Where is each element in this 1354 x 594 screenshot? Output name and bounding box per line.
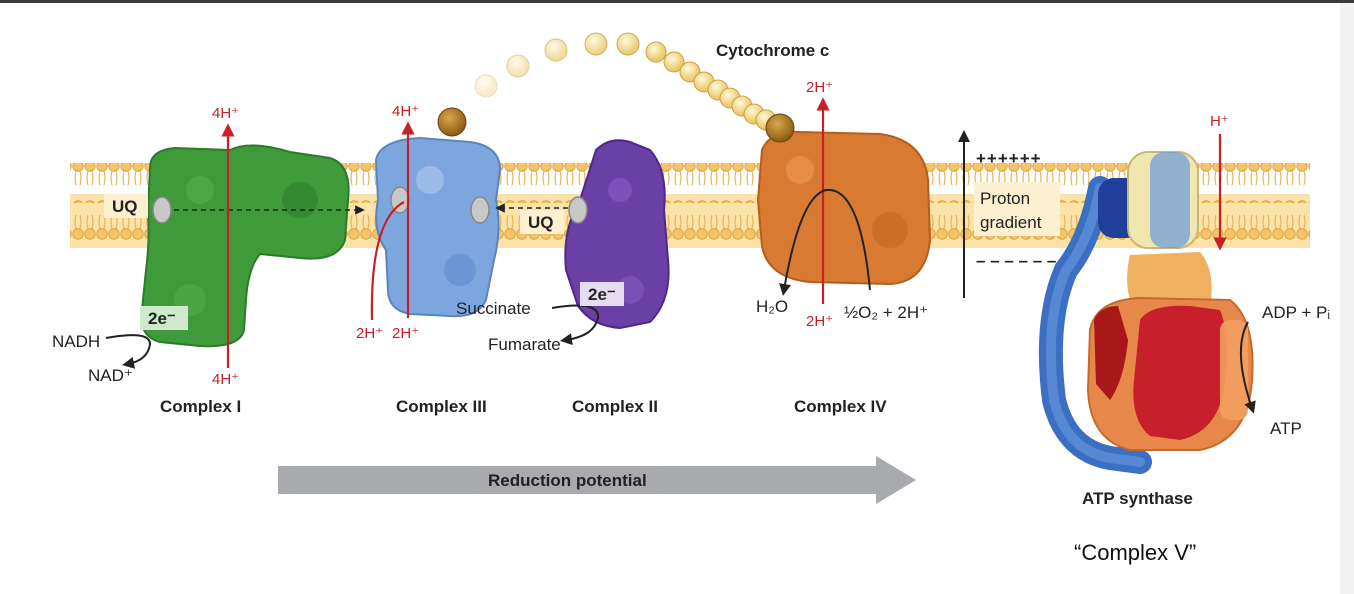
oxygen-reaction-label: ½O₂ + 2H⁺ (844, 303, 928, 322)
atp-synthase-label: ATP synthase (1082, 489, 1193, 508)
proton-gradient-line-1: Proton (980, 189, 1030, 208)
cytochrome-bead (474, 74, 498, 98)
minus-signs: – – – – – – (976, 251, 1056, 270)
proton-label-i-top: 4H⁺ (212, 105, 239, 122)
complex-iv-protein (756, 130, 932, 286)
adp-pi-label: ADP + Pᵢ (1262, 303, 1330, 322)
cytochrome-c-chain (437, 32, 795, 143)
reduction-potential-arrow (278, 456, 916, 504)
cytochrome-bead (544, 38, 568, 62)
nadh-label: NADH (52, 332, 100, 351)
proton-label-iv-bottom: 2H⁺ (806, 313, 833, 330)
proton-label-iii-top: 4H⁺ (392, 103, 419, 120)
proton-curve-complex-iii (370, 201, 405, 321)
top-border (0, 0, 1354, 3)
proton-label-iii-b: 2H⁺ (392, 325, 419, 342)
proton-gradient-line-2: gradient (980, 213, 1042, 232)
nad-plus-label: NAD⁺ (88, 366, 133, 385)
h2o-label: H₂O (756, 297, 788, 316)
complex-v-label: “Complex V” (1074, 540, 1196, 565)
complex-iv-label: Complex IV (794, 397, 887, 416)
cytochrome-bead (616, 32, 640, 56)
succinate-arc (551, 304, 600, 346)
succinate-label: Succinate (456, 299, 531, 318)
uq-label-1: UQ (112, 197, 138, 216)
uq-ellipse-3 (470, 196, 490, 224)
atp-synthase-protein (1038, 151, 1254, 474)
fumarate-label: Fumarate (488, 335, 561, 354)
uq-ellipse-4 (568, 196, 588, 224)
proton-label-i-bottom: 4H⁺ (212, 371, 239, 388)
proton-label-iii-a: 2H⁺ (356, 325, 383, 342)
uq-box-1 (104, 194, 148, 218)
cytochrome-bead (663, 51, 685, 73)
atp-label: ATP (1270, 419, 1302, 438)
atp-arc (1239, 321, 1256, 414)
cytochrome-c-label: Cytochrome c (716, 41, 829, 60)
proton-gradient-box (974, 182, 1060, 236)
cytochrome-end-bead (765, 113, 795, 143)
oxygen-arc (779, 188, 871, 296)
complex-i-label: Complex I (160, 397, 241, 416)
two-e-label-1: 2e⁻ (148, 309, 176, 328)
two-e-label-2: 2e⁻ (588, 285, 616, 304)
cytochrome-bead (506, 54, 530, 78)
reduction-potential-label: Reduction potential (488, 471, 647, 490)
cytochrome-end-bead (437, 107, 467, 137)
plus-signs: ++++++ (976, 149, 1042, 168)
uq-ellipse-1 (152, 196, 172, 224)
complex-i-protein (140, 144, 350, 348)
complex-iii-label: Complex III (396, 397, 487, 416)
right-scroll-strip (1340, 3, 1354, 594)
cytochrome-bead (584, 32, 608, 56)
complex-ii-label: Complex II (572, 397, 658, 416)
two-e-box-2 (580, 282, 624, 306)
complex-iii-protein (374, 136, 502, 318)
two-e-box-1 (140, 306, 188, 330)
nadh-arc (105, 334, 152, 369)
proton-label-iv-top: 2H⁺ (806, 79, 833, 96)
proton-label-atp: H⁺ (1210, 113, 1229, 130)
uq-label-2: UQ (528, 213, 554, 232)
cytochrome-bead (645, 41, 667, 63)
uq-box-2 (520, 210, 564, 234)
